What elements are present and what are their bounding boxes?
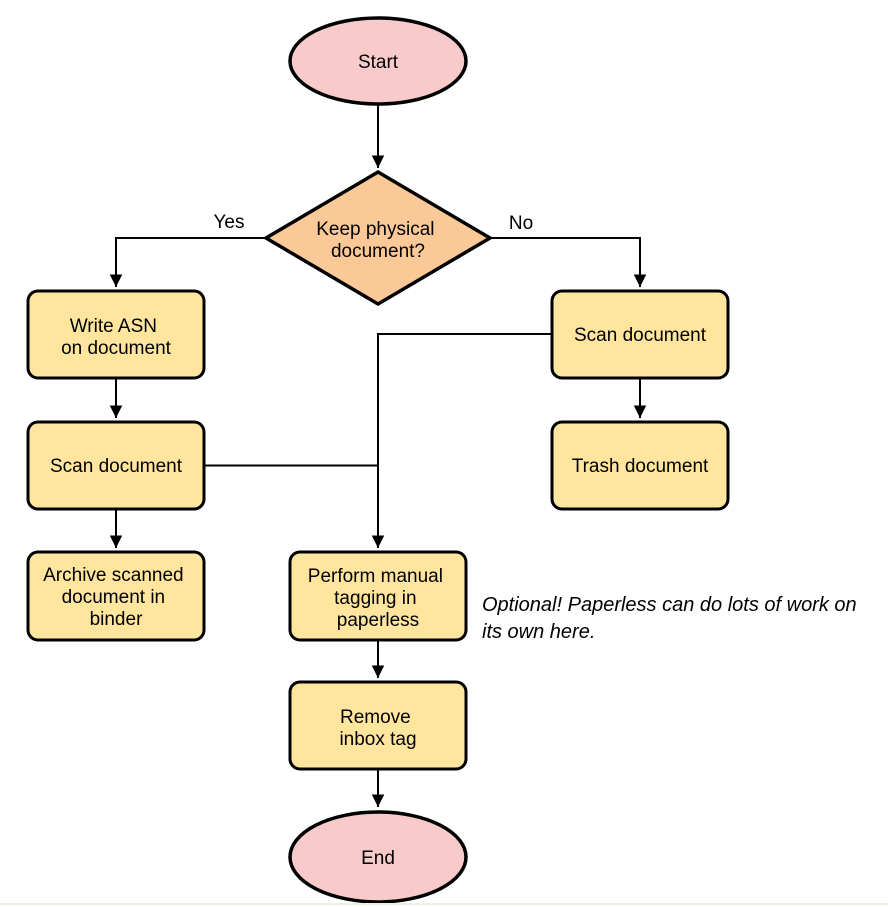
edge-scan-right-to-tagging <box>371 333 552 548</box>
trash-document-node-label: Trash document <box>572 456 709 477</box>
decision-node-label: Keep physical document? <box>316 219 440 262</box>
remove-inbox-tag-node-label: Remove inbox tag <box>339 707 416 750</box>
tagging-node-label: Perform manual tagging in paperless <box>308 566 448 631</box>
edge-decision-no-to-scan-right <box>491 237 647 287</box>
edge-label-no: No <box>509 213 533 234</box>
trash-document-node <box>550 420 730 511</box>
remove-inbox-tag-node <box>288 680 468 771</box>
end-node-label: End <box>361 848 395 869</box>
decision-node <box>262 169 494 307</box>
edge-label-yes: Yes <box>214 212 245 233</box>
scan-document-right-node <box>550 289 730 380</box>
optional-note: Optional! Paperless can do lots of work … <box>482 594 862 643</box>
start-node-label: Start <box>358 52 399 73</box>
tagging-node <box>288 550 468 642</box>
write-asn-node <box>26 289 206 380</box>
edge-decision-yes-to-write-asn <box>109 237 265 287</box>
write-asn-node-label: Write ASN on document <box>61 316 172 359</box>
page-bottom-divider <box>0 903 888 905</box>
start-node <box>288 16 468 106</box>
scan-document-left-node <box>26 420 206 511</box>
scan-document-left-node-label: Scan document <box>50 456 183 477</box>
end-node <box>288 810 468 904</box>
archive-node-label: Archive scanned document in binder <box>43 565 189 630</box>
scan-document-right-node-label: Scan document <box>574 325 707 346</box>
archive-node <box>26 550 206 642</box>
